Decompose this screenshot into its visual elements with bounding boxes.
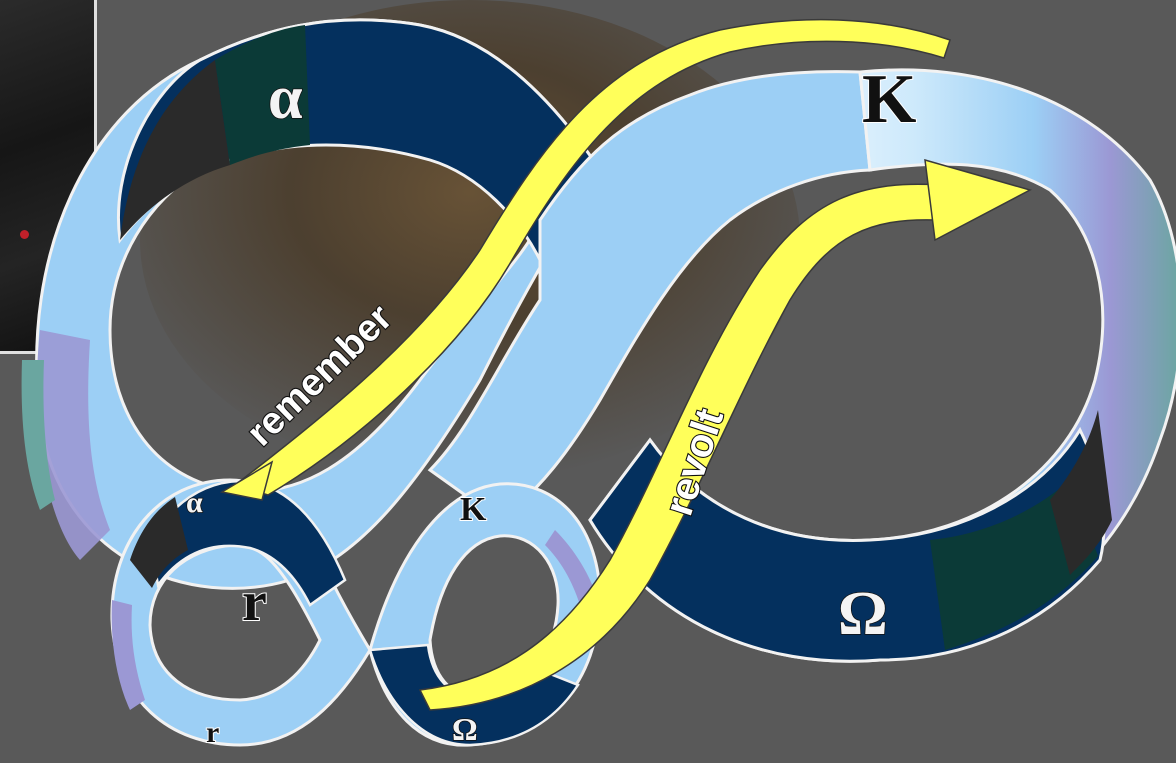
small-alpha-label: α [186, 486, 203, 519]
small-omega-label: Ω [452, 711, 478, 747]
small-r-bottom-label: r [206, 716, 219, 749]
large-kappa-label: K [862, 61, 916, 138]
large-omega-label: Ω [838, 580, 888, 648]
small-r-top-label: r [242, 571, 267, 633]
large-alpha-label: α [268, 64, 303, 132]
small-kappa-label: K [460, 491, 487, 528]
